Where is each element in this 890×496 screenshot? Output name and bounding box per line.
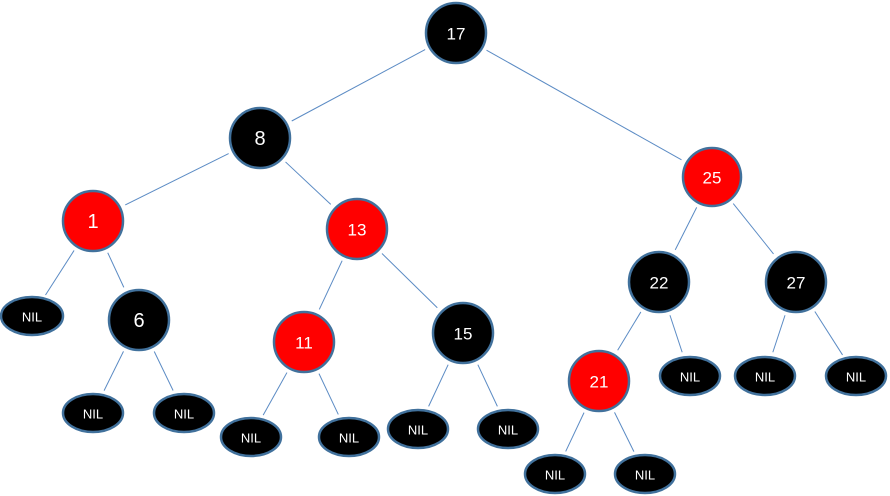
nil-ellipse <box>523 453 587 495</box>
edge-n25-n27 <box>732 203 774 255</box>
nil-leaf-node: NIL <box>733 355 797 397</box>
edge-n22-nil22r <box>669 315 683 353</box>
nil-ellipse <box>219 416 283 458</box>
edge-n8-n1 <box>125 153 229 206</box>
tree-node-27: 27 <box>764 250 828 314</box>
tree-node-22: 22 <box>627 250 691 314</box>
tree-node-17: 17 <box>424 1 488 65</box>
nil-leaf-node: NIL <box>476 408 540 450</box>
nil-leaf-node: NIL <box>658 355 722 397</box>
nil-leaf-node: NIL <box>523 453 587 495</box>
node-circle <box>627 250 691 314</box>
nil-label: NIL <box>174 407 194 422</box>
node-label: 6 <box>133 310 144 332</box>
node-label: 8 <box>254 128 265 150</box>
node-label: 11 <box>295 334 313 353</box>
nil-label: NIL <box>241 431 261 446</box>
node-label: 1 <box>87 211 98 233</box>
nil-leaf-node: NIL <box>613 453 677 495</box>
edge-n21-nil21r <box>614 412 635 452</box>
tree-node-25: 25 <box>681 146 743 208</box>
tree-node-11: 11 <box>272 310 336 374</box>
tree-node-15: 15 <box>431 301 495 365</box>
nil-ellipse <box>386 408 450 450</box>
nil-ellipse <box>733 355 797 397</box>
nil-label: NIL <box>545 468 565 483</box>
nil-ellipse <box>317 416 381 458</box>
edge-n25-n22 <box>674 207 698 251</box>
edge-n11-nil11r <box>318 373 339 415</box>
nil-label: NIL <box>755 370 775 385</box>
tree-node-1: 1 <box>61 189 125 253</box>
edge-n6-nil6r <box>153 351 174 391</box>
nil-ellipse <box>61 392 125 434</box>
node-label: 13 <box>348 221 367 240</box>
nil-label: NIL <box>635 468 655 483</box>
node-circle <box>325 197 389 261</box>
nil-ellipse <box>613 453 677 495</box>
tree-node-6: 6 <box>107 288 171 352</box>
node-circle <box>764 250 828 314</box>
node-circle <box>228 106 292 170</box>
nil-leaf-node: NIL <box>152 392 216 434</box>
node-circle <box>431 301 495 365</box>
nil-label: NIL <box>498 423 518 438</box>
node-circle <box>567 349 631 413</box>
tree-node-13: 13 <box>325 197 389 261</box>
node-circle <box>272 310 336 374</box>
nil-ellipse <box>0 295 65 337</box>
nil-ellipse <box>152 392 216 434</box>
node-circle <box>681 146 743 208</box>
edge-n27-nil27l <box>772 315 786 353</box>
edge-n15-nil15l <box>428 364 449 407</box>
nil-leaf-node: NIL <box>219 416 283 458</box>
edge-n21-nil21l <box>565 412 585 452</box>
edge-n13-n11 <box>318 260 343 310</box>
node-label: 27 <box>787 274 806 293</box>
node-label: 21 <box>590 373 609 392</box>
edge-n17-n8 <box>291 49 426 122</box>
node-label: 25 <box>703 169 722 188</box>
edge-n1-n6 <box>107 252 125 288</box>
nil-leaf-node: NIL <box>61 392 125 434</box>
node-circle <box>424 1 488 65</box>
tree-node-21: 21 <box>567 349 631 413</box>
nil-label: NIL <box>680 370 700 385</box>
edge-n17-n25 <box>486 49 682 161</box>
edge-n8-n13 <box>285 161 332 205</box>
nil-label: NIL <box>846 370 866 385</box>
nil-label: NIL <box>22 310 42 325</box>
edge-n6-nil6l <box>103 351 124 391</box>
node-label: 15 <box>454 325 473 344</box>
edge-n11-nil11l <box>262 372 288 416</box>
tree-node-8: 8 <box>228 106 292 170</box>
nil-ellipse <box>658 355 722 397</box>
nil-leaf-node: NIL <box>824 355 888 397</box>
nil-label: NIL <box>339 431 359 446</box>
nil-leaf-node: NIL <box>386 408 450 450</box>
node-circle <box>107 288 171 352</box>
nil-ellipse <box>824 355 888 397</box>
node-label: 22 <box>650 274 669 293</box>
nil-label: NIL <box>83 407 103 422</box>
nil-leaf-node: NIL <box>317 416 381 458</box>
edge-n13-n15 <box>381 253 438 309</box>
edge-n15-nil15r <box>477 364 498 407</box>
edge-n22-n21 <box>617 311 642 351</box>
edges-layer <box>45 49 843 452</box>
node-circle <box>61 189 125 253</box>
nil-ellipse <box>476 408 540 450</box>
node-label: 17 <box>447 25 466 44</box>
edge-n27-nil27r <box>814 311 843 356</box>
edge-n1-nil1 <box>45 250 75 296</box>
nil-leaf-node: NIL <box>0 295 65 337</box>
nil-label: NIL <box>408 423 428 438</box>
